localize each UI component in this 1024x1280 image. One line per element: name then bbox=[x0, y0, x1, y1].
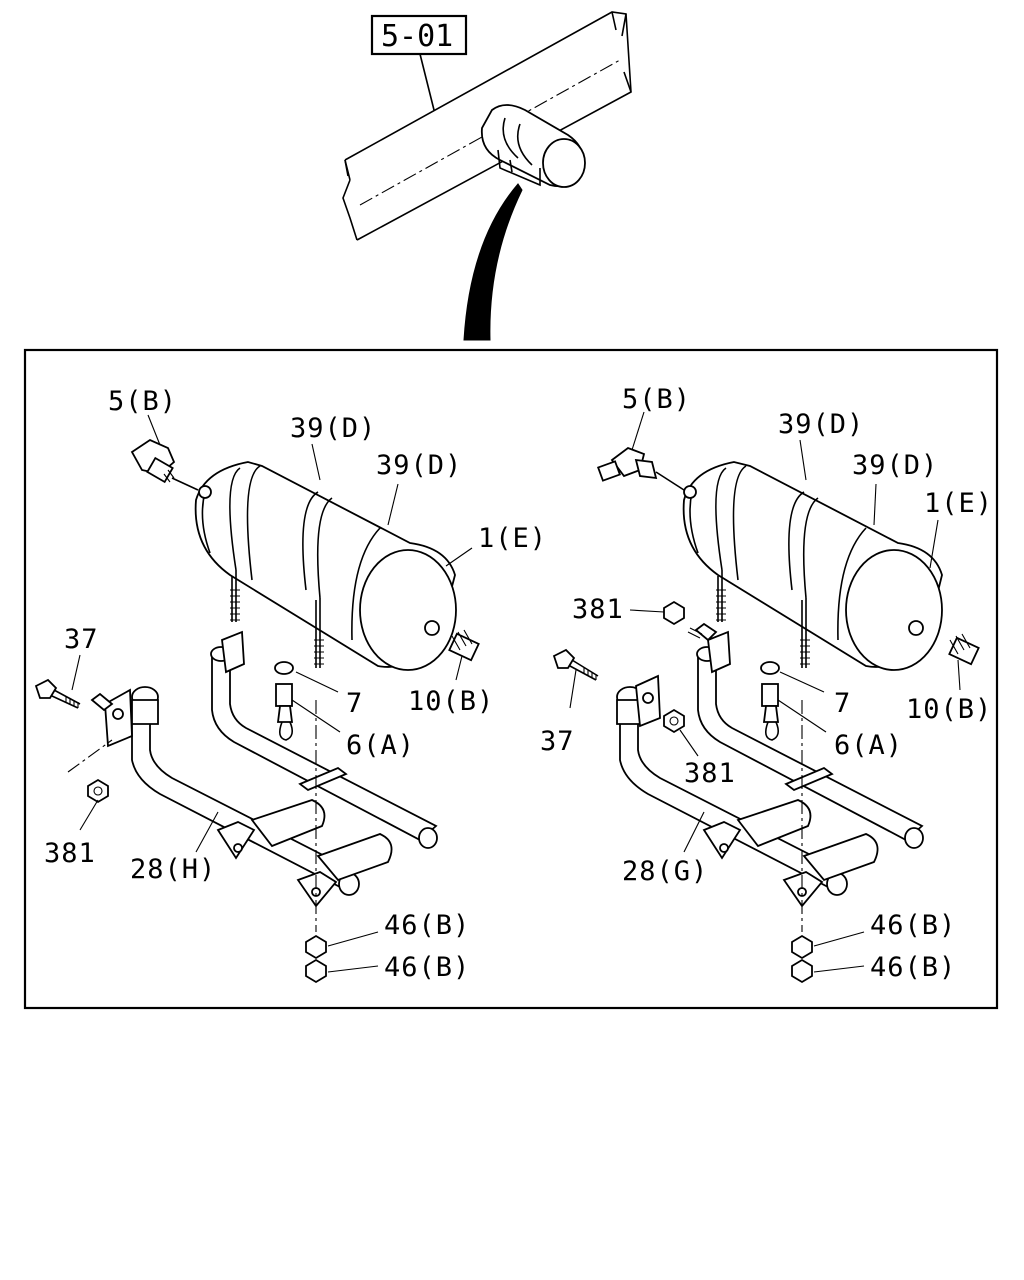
right-nut-46-upper[interactable] bbox=[791, 934, 813, 960]
label-drain-plug: 10(B) bbox=[906, 694, 992, 725]
left-drain-plug[interactable] bbox=[448, 629, 480, 662]
label-bolt: 37 bbox=[540, 726, 575, 757]
label-band-upper: 39(D) bbox=[290, 413, 376, 444]
right-tank[interactable] bbox=[682, 461, 943, 671]
left-tank[interactable] bbox=[194, 461, 457, 671]
left-bolt[interactable] bbox=[34, 678, 114, 712]
left-nut-381[interactable] bbox=[87, 778, 109, 804]
label-washer: 7 bbox=[834, 688, 851, 719]
left-frame[interactable] bbox=[104, 630, 438, 908]
label-nut-46-lower: 46(B) bbox=[870, 952, 956, 983]
label-tank: 1(E) bbox=[924, 488, 993, 519]
reference-box[interactable] bbox=[370, 14, 468, 56]
right-bolt[interactable] bbox=[552, 648, 599, 681]
label-nut-46-upper: 46(B) bbox=[870, 910, 956, 941]
left-washer[interactable] bbox=[274, 661, 294, 675]
left-bracket-fitting[interactable] bbox=[130, 438, 199, 491]
label-bolt: 37 bbox=[64, 624, 99, 655]
label-nut-381-mid: 381 bbox=[684, 758, 736, 789]
label-frame: 28(H) bbox=[130, 854, 216, 885]
right-nut-381-mid[interactable] bbox=[663, 708, 685, 734]
label-nut-46-upper: 46(B) bbox=[384, 910, 470, 941]
right-drain-plug[interactable] bbox=[948, 633, 980, 666]
label-nut-381: 381 bbox=[44, 838, 96, 869]
label-valve: 6(A) bbox=[834, 730, 903, 761]
label-drain-plug: 10(B) bbox=[408, 686, 494, 717]
label-tank: 1(E) bbox=[478, 523, 547, 554]
left-assembly: 5(B) 39(D) 39(D) 1(E) 37 7 10(B) 6(A) 38… bbox=[34, 386, 547, 984]
label-bracket-fitting: 5(B) bbox=[622, 384, 691, 415]
right-nut-381-top[interactable] bbox=[663, 600, 718, 642]
reference-label: 5-01 bbox=[381, 19, 453, 54]
chassis-overview: 5-01 bbox=[342, 11, 632, 341]
right-nut-46-lower[interactable] bbox=[791, 958, 813, 984]
label-bracket-fitting: 5(B) bbox=[108, 386, 177, 417]
left-bands bbox=[230, 570, 324, 668]
right-bands bbox=[716, 570, 810, 668]
detail-pointer bbox=[463, 183, 523, 341]
left-nut-46-lower[interactable] bbox=[305, 958, 327, 984]
label-valve: 6(A) bbox=[346, 730, 415, 761]
label-washer: 7 bbox=[346, 688, 363, 719]
left-nut-46-upper[interactable] bbox=[305, 934, 327, 960]
right-bracket-fitting[interactable] bbox=[596, 446, 685, 491]
right-valve[interactable] bbox=[761, 683, 780, 741]
right-frame[interactable] bbox=[616, 630, 924, 908]
right-washer[interactable] bbox=[760, 661, 780, 675]
tank-overview bbox=[480, 104, 586, 188]
detail-frame bbox=[23, 348, 999, 1010]
label-band-lower: 39(D) bbox=[376, 450, 462, 481]
label-frame: 28(G) bbox=[622, 856, 708, 887]
label-band-upper: 39(D) bbox=[778, 409, 864, 440]
label-nut-46-lower: 46(B) bbox=[384, 952, 470, 983]
right-assembly: 5(B) 39(D) 39(D) 1(E) 381 37 7 10(B) 6(A… bbox=[540, 384, 993, 984]
left-valve[interactable] bbox=[275, 683, 294, 741]
label-band-lower: 39(D) bbox=[852, 450, 938, 481]
label-nut-381-top: 381 bbox=[572, 594, 624, 625]
